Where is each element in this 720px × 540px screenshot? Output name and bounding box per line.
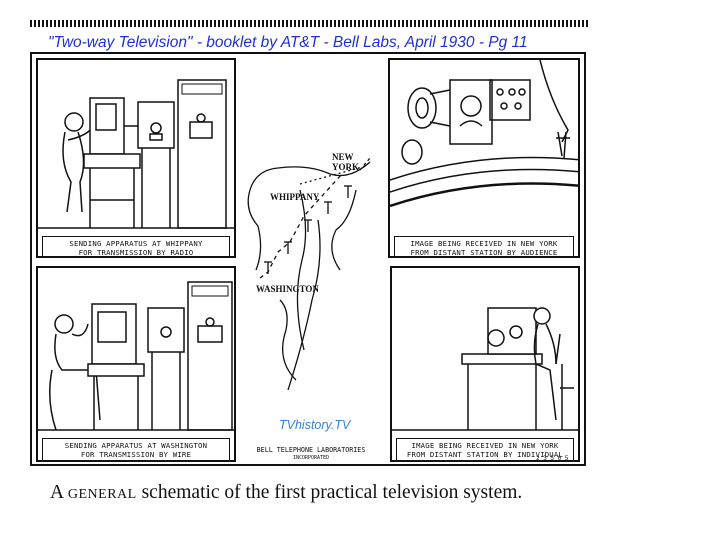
caption-rest: schematic of the first practical televis… [136,482,523,503]
caption-whippany-sending: SENDING APPARATUS AT WHIPPANY FOR TRANSM… [42,236,230,256]
figure-caption: A general schematic of the first practic… [50,482,522,504]
caption-newyork-audience: IMAGE BEING RECEIVED IN NEW YORK FROM DI… [394,236,574,256]
panel-newyork-audience: IMAGE BEING RECEIVED IN NEW YORK FROM DI… [388,58,580,258]
newyork-individual-illustration [392,307,578,431]
caption-lead: A [50,482,68,503]
map-label-new-york: NEW YORK [332,152,359,172]
map-label-washington: WASHINGTON [256,284,319,294]
washington-sending-illustration [38,281,234,431]
newyork-audience-illustration [390,60,578,208]
panel-washington-sending: SENDING APPARATUS AT WASHINGTON FOR TRAN… [36,266,236,462]
company-name: BELL TELEPHONE LABORATORIES [256,446,366,454]
company-incorporated: INCORPORATED [292,455,330,461]
caption-washington-sending: SENDING APPARATUS AT WASHINGTON FOR TRAN… [42,438,230,460]
top-dashed-rule [30,20,590,27]
map-label-whippany: WHIPPANY [270,192,320,202]
panel-newyork-individual: IMAGE BEING RECEIVED IN NEW YORK FROM DI… [390,266,580,462]
company-credit: BELL TELEPHONE LABORATORIES INCORPORATED [245,446,377,462]
watermark: TVhistory.TV [279,418,351,432]
map-new-york-washington [247,157,371,391]
page-header: "Two-way Television" - booklet by AT&T -… [48,34,528,51]
caption-smallcaps-word: general [67,482,137,503]
panel-whippany-sending: SENDING APPARATUS AT WHIPPANY FOR TRANSM… [36,58,236,258]
serial-number: 2 3 5 0 5 [536,455,569,462]
caption-newyork-individual: IMAGE BEING RECEIVED IN NEW YORK FROM DI… [396,438,574,460]
whippany-sending-illustration [38,79,234,229]
